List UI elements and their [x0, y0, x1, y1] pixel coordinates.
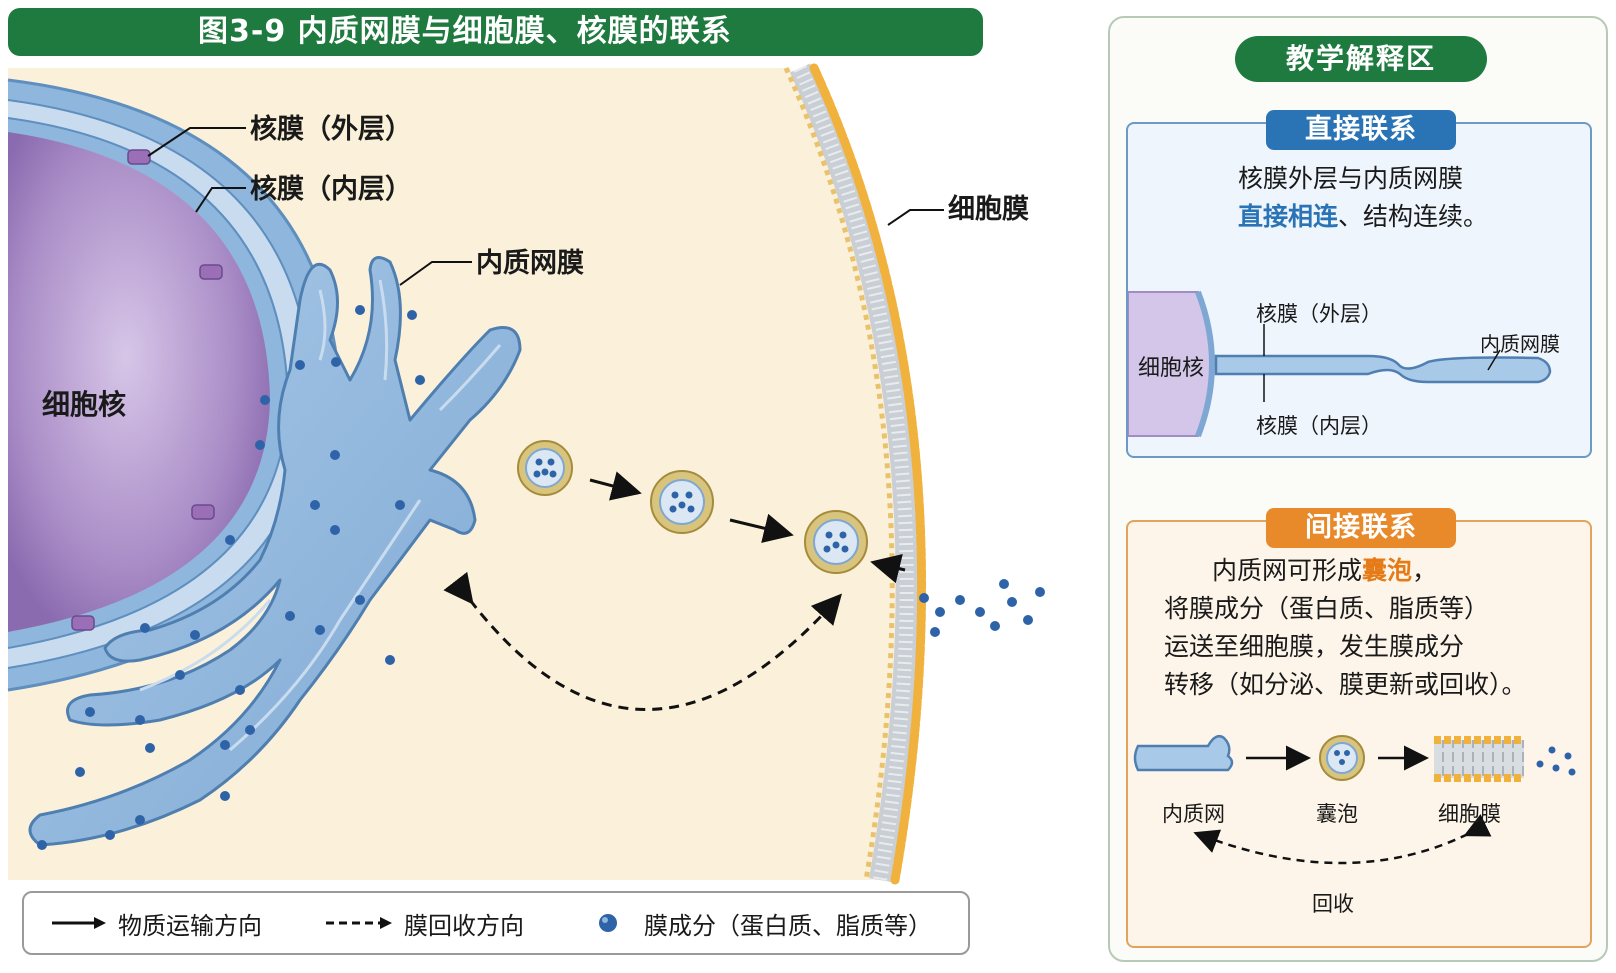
indirect-line-3: 运送至细胞膜，发生膜成分 [1164, 632, 1465, 661]
indirect-membrane-label: 细胞膜 [1438, 802, 1501, 826]
indirect-line-2: 将膜成分（蛋白质、脂质等） [1164, 594, 1490, 623]
indirect-line-1a: 内质网可形成 [1212, 556, 1363, 585]
direct-highlight: 直接相连 [1238, 202, 1339, 231]
vesicle-1 [517, 440, 573, 496]
indirect-line-1: 内质网可形成囊泡， [1212, 552, 1437, 590]
legend-transport: 物质运输方向 [50, 893, 262, 953]
indirect-line-4: 转移（如分泌、膜更新或回收）。 [1164, 670, 1527, 699]
inner-envelope-label: 核膜（内层） [250, 173, 412, 205]
dashed-arrow-icon [326, 917, 392, 929]
direct-diagram [1128, 290, 1552, 438]
nuclear-pores [71, 149, 223, 631]
direct-connection-tag: 直接联系 [1266, 110, 1456, 150]
direct-connection-box: 直接联系 核膜外层与内质网膜 直接相连、结构连续。 细胞核 核膜（外层） 核膜（… [1126, 110, 1592, 458]
direct-line-2-rest: 、结构连续。 [1338, 202, 1489, 231]
cell-membrane-label: 细胞膜 [948, 193, 1029, 225]
transport-arrows [589, 471, 906, 584]
er-network [28, 256, 522, 847]
indirect-highlight: 囊泡 [1362, 556, 1413, 585]
component-dot-icon [599, 914, 617, 932]
solid-arrow-icon [52, 917, 106, 929]
ribosomes [37, 305, 425, 850]
legend-transport-text: 物质运输方向 [118, 911, 262, 940]
er-lumen [139, 279, 502, 752]
direct-outer-label: 核膜（外层） [1256, 302, 1382, 326]
direct-line-2: 直接相连、结构连续。 [1238, 198, 1488, 236]
indirect-line-1b: ， [1412, 556, 1438, 585]
figure-title: 图3-9 内质网膜与细胞膜、核膜的联系 [8, 8, 983, 56]
direct-inner-label: 核膜（内层） [1256, 414, 1382, 438]
direct-nucleus-label: 细胞核 [1138, 356, 1205, 381]
legend-recycle-text: 膜回收方向 [404, 911, 524, 940]
indirect-vesicle-label: 囊泡 [1316, 802, 1358, 826]
vesicle-2 [650, 470, 714, 534]
legend: 物质运输方向 膜回收方向 膜成分（蛋白质、脂质等） [22, 891, 970, 955]
leader-lines [147, 127, 944, 286]
legend-recycle: 膜回收方向 [324, 893, 524, 953]
nucleus-label: 细胞核 [42, 388, 126, 421]
er-membrane-label: 内质网膜 [476, 248, 584, 279]
legend-component: 膜成分（蛋白质、脂质等） [594, 893, 932, 953]
outer-envelope-label: 核膜（外层） [250, 113, 412, 145]
legend-component-text: 膜成分（蛋白质、脂质等） [644, 911, 932, 940]
panel-title: 教学解释区 [1235, 36, 1487, 82]
teaching-panel: 教学解释区 直接联系 核膜外层与内质网膜 直接相连、结构连续。 细胞核 核膜（外… [1108, 16, 1608, 962]
secreted-components [919, 579, 1045, 637]
direct-line-1: 核膜外层与内质网膜 [1238, 164, 1464, 193]
indirect-connection-tag: 间接联系 [1266, 508, 1456, 548]
direct-er-label: 内质网膜 [1480, 332, 1560, 356]
indirect-diagram [1133, 735, 1576, 865]
cell-membrane [783, 63, 927, 885]
indirect-connection-box: 间接联系 内质网可形成囊泡， 将膜成分（蛋白质、脂质等） 运送至细胞膜，发生膜成… [1126, 508, 1592, 948]
recycle-arrow [443, 571, 842, 711]
indirect-recycle-label: 回收 [1312, 892, 1354, 916]
indirect-er-label: 内质网 [1162, 802, 1225, 826]
vesicle-3 [804, 510, 868, 574]
